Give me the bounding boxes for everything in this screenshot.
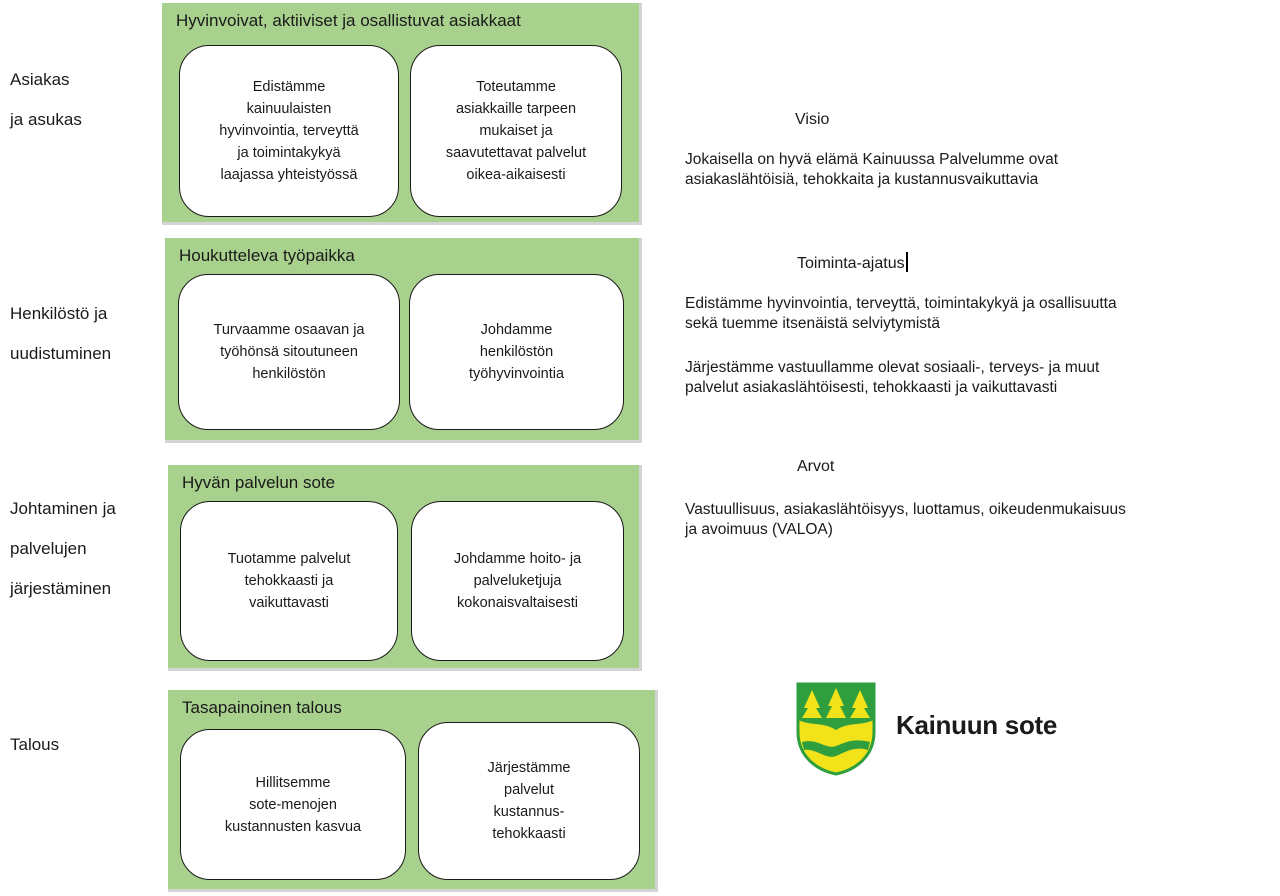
logo-text: Kainuun sote	[896, 710, 1058, 740]
goal-card: Toteutamme asiakkaille tarpeen mukaiset …	[410, 45, 622, 217]
row-label-henkilosto: Henkilöstö ja uudistuminen	[10, 304, 112, 363]
goal-card: Hillitsemme sote-menojen kustannusten ka…	[180, 729, 406, 880]
goal-card-text: Tuotamme palvelut tehokkaasti ja vaikutt…	[227, 551, 351, 611]
goal-card-text: Johdamme hoito- ja palveluketjuja kokona…	[453, 551, 582, 611]
panel-asiakkaat: Hyvinvoivat, aktiiviset ja osallistuvat …	[162, 3, 642, 225]
goal-card-text: Johdamme henkilöstön työhyvinvointia	[468, 322, 565, 382]
goal-card: Johdamme henkilöstön työhyvinvointia	[409, 274, 624, 430]
arvot-text: Vastuullisuus, asiakaslähtöisyys, luotta…	[685, 501, 1126, 538]
toiminta-ajatus-text-1: Edistämme hyvinvointia, terveyttä, toimi…	[685, 295, 1117, 332]
toiminta-ajatus-heading-wrap: Toiminta-ajatus	[797, 252, 908, 274]
panel-title: Hyvän palvelun sote	[182, 473, 336, 492]
visio-heading: Visio	[795, 111, 830, 128]
panel-title: Hyvinvoivat, aktiiviset ja osallistuvat …	[176, 11, 521, 30]
goal-card-text: Edistämme kainuulaisten hyvinvointia, te…	[219, 79, 359, 183]
goal-card-text: Järjestämme palvelut kustannus- tehokkaa…	[487, 760, 571, 842]
goal-card: Turvaamme osaavan ja työhönsä sitoutunee…	[178, 274, 400, 430]
kainuun-sote-logo: Kainuun sote	[790, 680, 1090, 780]
goal-card-text: Turvaamme osaavan ja työhönsä sitoutunee…	[213, 322, 365, 382]
goal-card: Tuotamme palvelut tehokkaasti ja vaikutt…	[180, 501, 398, 661]
row-label-asiakas: Asiakas ja asukas	[10, 70, 82, 129]
goal-card-text: Hillitsemme sote-menojen kustannusten ka…	[224, 774, 362, 835]
coat-of-arms-icon	[796, 682, 876, 776]
goal-card: Järjestämme palvelut kustannus- tehokkaa…	[418, 722, 640, 880]
arvot-heading: Arvot	[797, 458, 835, 475]
panel-title: Tasapainoinen talous	[182, 698, 342, 717]
visio-text: Jokaisella on hyvä elämä Kainuussa Palve…	[685, 151, 1059, 188]
goal-card: Johdamme hoito- ja palveluketjuja kokona…	[411, 501, 624, 661]
toiminta-ajatus-heading: Toiminta-ajatus	[797, 255, 905, 272]
panel-palvelun-sote: Hyvän palvelun sote Tuotamme palvelut te…	[168, 465, 642, 671]
toiminta-ajatus-text-2: Järjestämme vastuullamme olevat sosiaali…	[685, 359, 1100, 396]
panel-talous: Tasapainoinen talous Hillitsemme sote-me…	[168, 690, 658, 892]
row-label-johtaminen: Johtaminen ja palvelujen järjestäminen	[10, 499, 116, 598]
row-label-talous: Talous	[10, 735, 60, 754]
panel-tyopaikka: Houkutteleva työpaikka Turvaamme osaavan…	[165, 238, 642, 443]
goal-card-text: Toteutamme asiakkaille tarpeen mukaiset …	[445, 79, 587, 183]
goal-card: Edistämme kainuulaisten hyvinvointia, te…	[179, 45, 399, 217]
text-cursor	[905, 252, 908, 272]
panel-title: Houkutteleva työpaikka	[179, 246, 355, 265]
